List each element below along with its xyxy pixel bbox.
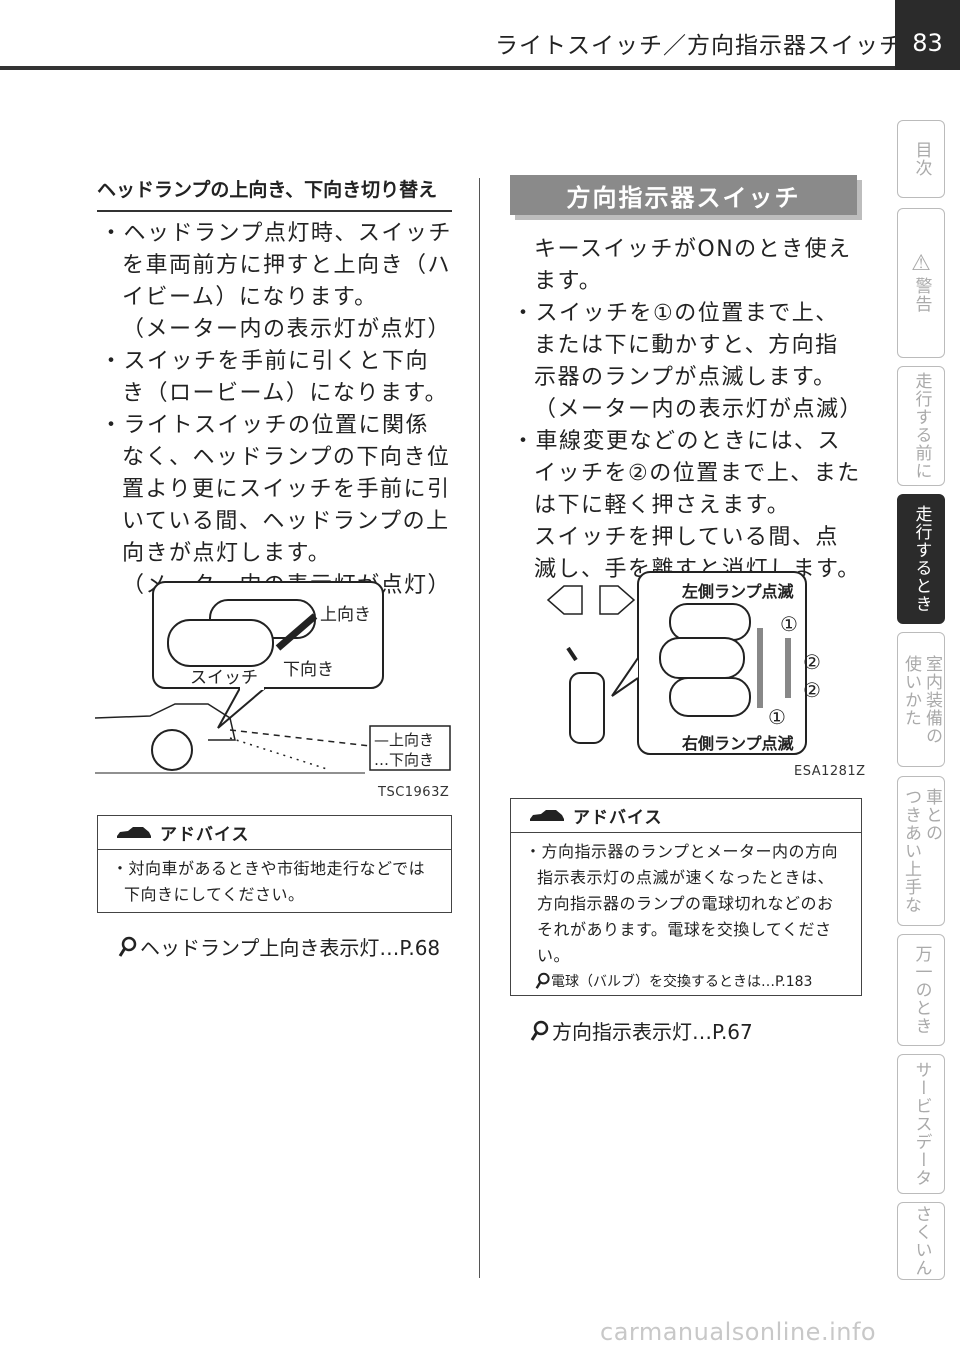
headlamp-switch-illustration [94, 581, 451, 774]
magnifier-icon [535, 972, 550, 989]
page-header-title: ライトスイッチ／方向指示器スイッチ [495, 33, 903, 59]
advice-title: アドバイス [573, 808, 663, 828]
turn-signal-illustration [546, 571, 807, 755]
figure-code: ESA1281Z [794, 764, 866, 779]
tab-warning[interactable]: ⚠ 警告 [897, 208, 945, 358]
tab-before-driving[interactable]: 走行する前に [897, 366, 945, 486]
car-icon [117, 826, 151, 838]
mark-position-2-up: ② [803, 650, 821, 674]
heading-underline [97, 210, 452, 212]
label-switch: スイッチ [190, 668, 258, 688]
tab-index[interactable]: さくいん [897, 1202, 945, 1280]
list-item: ・ヘッドランプ点灯時、スイッチを車両前方に押すと上向き（ハイビーム）になります。 [100, 221, 452, 310]
advice-text: ・対向車があるときや市街地走行などでは下向きにしてください。 [112, 859, 426, 904]
tab-service-data[interactable]: サービスデータ [897, 1054, 945, 1194]
warning-icon: ⚠ [911, 250, 931, 276]
advice-reference[interactable]: 電球（バルブ）を交換するときは…P.183 [511, 971, 861, 991]
legend-down: …下向き [374, 751, 435, 769]
mark-position-2-down: ② [803, 678, 821, 702]
section-band-turn-signal: 方向指示器スイッチ [510, 175, 857, 215]
tab-when-driving[interactable]: 走行するとき [897, 494, 945, 624]
magnifier-icon [530, 1020, 549, 1041]
list-item: ・スイッチを手前に引くと下向き（ロービーム）になります。 [100, 349, 449, 406]
column-divider [479, 178, 480, 1278]
section-heading-headlamp: ヘッドランプの上向き、下向き切り替え [97, 179, 438, 201]
list-item: ・スイッチを①の位置まで上、または下に動かすと、方向指示器のランプが点滅します。 [512, 301, 839, 390]
watermark: carmanualsonline.info [600, 1318, 877, 1346]
page-reference[interactable]: 方向指示表示灯…P.67 [530, 1016, 753, 1045]
advice-box: アドバイス ・方向指示器のランプとメーター内の方向指示表示灯の点滅が速くなったと… [510, 798, 862, 996]
list-item: ・車線変更などのときには、スイッチを②の位置まで上、または下に軽く押さえます。 [512, 429, 861, 518]
tab-car-care[interactable]: 車との つきあい上手な [897, 776, 945, 926]
left-body-text: ・ヘッドランプ点灯時、スイッチを車両前方に押すと上向き（ハイビーム）になります。… [100, 218, 452, 602]
label-right-lamp: 右側ランプ点滅 [682, 734, 794, 753]
advice-text: ・方向指示器のランプとメーター内の方向指示表示灯の点滅が速くなったときは、方向指… [525, 842, 839, 965]
list-item: （メーター内の表示灯が点滅） [534, 397, 864, 422]
mark-position-1-up: ① [780, 612, 798, 636]
list-item: キースイッチがONのとき使えます。 [534, 237, 852, 294]
page-number: 83 [895, 0, 960, 70]
figure-code: TSC1963Z [378, 785, 450, 800]
right-body-text: キースイッチがONのとき使えます。 ・スイッチを①の位置まで上、または下に動かす… [512, 234, 862, 586]
car-icon [530, 809, 564, 821]
label-down: 下向き [283, 660, 334, 680]
label-up: 上向き [320, 605, 371, 625]
legend-up: —上向き [374, 731, 435, 749]
list-item: ・ライトスイッチの位置に関係なく、ヘッドランプの下向き位置より更にスイッチを手前… [100, 413, 451, 566]
page-reference[interactable]: ヘッドランプ上向き表示灯…P.68 [118, 932, 440, 961]
list-item: （メーター内の表示灯が点灯） [122, 317, 452, 342]
mark-position-1-down: ① [768, 705, 786, 729]
tab-emergency[interactable]: 万一のとき [897, 934, 945, 1046]
label-left-lamp: 左側ランプ点滅 [682, 582, 794, 601]
tab-interior[interactable]: 室内装備の 使いかた [897, 632, 945, 767]
advice-title: アドバイス [160, 825, 250, 845]
advice-box: アドバイス ・対向車があるときや市街地走行などでは下向きにしてください。 [97, 815, 452, 913]
tab-contents[interactable]: 目次 [897, 120, 945, 198]
header-rule [0, 66, 895, 70]
magnifier-icon [118, 936, 137, 957]
